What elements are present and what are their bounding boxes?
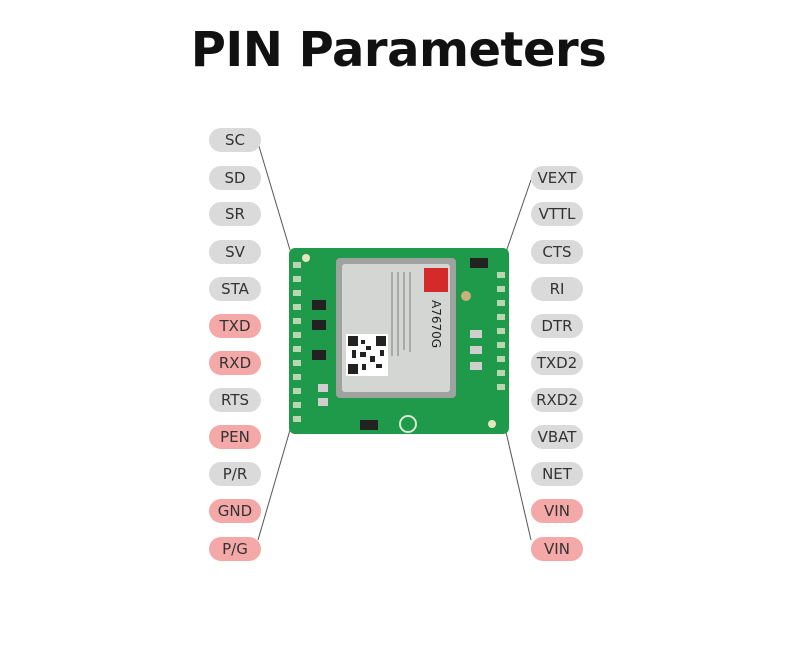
right-pin: VIN [531,499,583,523]
leader-line-top-left [257,142,291,251]
qr-code [346,334,388,376]
pin-label: PEN [220,428,250,446]
left-pin: STA [209,277,261,301]
left-pin: P/R [209,462,261,486]
pin-label: P/R [222,465,248,483]
pin-label: VBAT [537,428,577,446]
pin-label: CTS [542,243,572,261]
pin-label: RXD [218,354,252,372]
left-pin: GND [209,499,261,523]
left-pin: SC [209,128,261,152]
pin-label: VTTL [538,205,576,223]
right-header-pads [497,272,505,390]
simcom-logo [424,268,448,292]
pin-label: SC [225,131,245,149]
pin-label: STA [221,280,249,298]
left-pin: SR [209,202,261,226]
pin-label: P/G [222,540,248,558]
left-pin: PEN [209,425,261,449]
right-pin: VEXT [531,166,583,190]
right-pin: RI [531,277,583,301]
module-print-lines [391,272,411,356]
left-pin: SV [209,240,261,264]
pin-label: SV [225,243,245,261]
left-header-pads [293,262,301,422]
pin-label: VIN [544,540,570,558]
left-pin: P/G [209,537,261,561]
right-pin: DTR [531,314,583,338]
leader-line-bottom-left [257,429,291,541]
pin-label: GND [217,502,253,520]
page-title: PIN Parameters [190,22,607,78]
left-pin: RXD [209,351,261,375]
right-pin: RXD2 [531,388,583,412]
right-pin: TXD2 [531,351,583,375]
left-pin: SD [209,166,261,190]
pin-label: TXD [219,317,251,335]
smd-components [302,254,496,433]
pin-label: VIN [544,502,570,520]
right-pin: VTTL [531,202,583,226]
leader-line-bottom-right [505,431,532,541]
pin-label: RXD2 [536,391,578,409]
left-pin: TXD [209,314,261,338]
pin-label: SR [225,205,245,223]
pin-label: NET [542,465,572,483]
pin-label: SD [224,169,246,187]
pin-label: VEXT [537,169,577,187]
pin-label: RI [549,280,565,298]
pin-label: TXD2 [536,354,578,372]
left-pin: RTS [209,388,261,412]
pin-label: DTR [541,317,573,335]
right-pin: VIN [531,537,583,561]
right-pin: NET [531,462,583,486]
leader-line-top-right [505,179,532,253]
right-pin: VBAT [531,425,583,449]
pin-label: RTS [220,391,249,409]
right-pin: CTS [531,240,583,264]
module-model-label: A7670G [429,300,443,348]
